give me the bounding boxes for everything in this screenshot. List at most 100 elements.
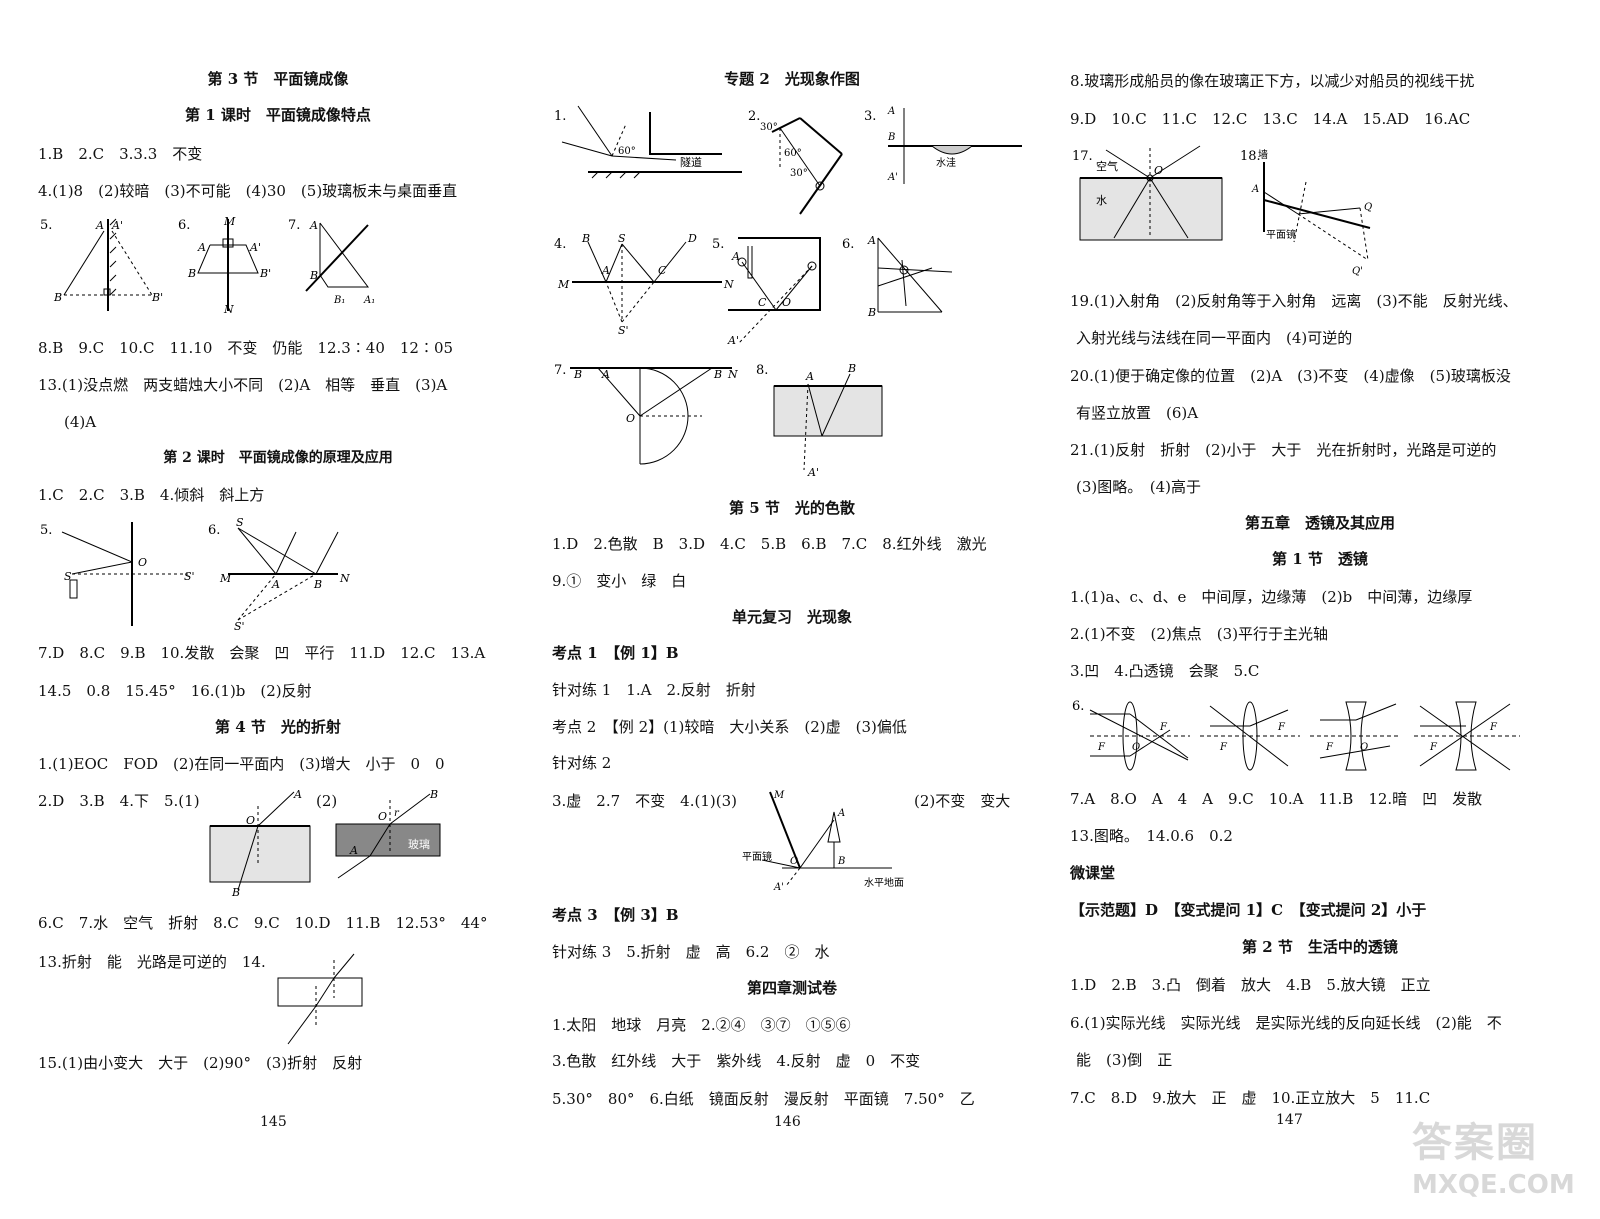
answer-line: 6.C 7.水 空气 折射 8.C 9.C 10.D 11.B 12.53° 4… — [38, 914, 488, 932]
optics-figures-1-3: 1. 60° 隧道 2. 30° 60° 30° 3. A B A' 水洼 — [554, 105, 1022, 215]
lesson-title: 第 1 课时 平面镜成像特点 — [185, 106, 371, 124]
label: C — [758, 296, 767, 309]
fig-number: 6. — [842, 237, 854, 252]
section-title: 第 4 节 光的折射 — [215, 718, 341, 736]
label: F — [1277, 722, 1286, 733]
label: r — [394, 808, 400, 819]
label: 墙 — [1258, 148, 1268, 161]
answer-line: 1.(1)EOC FOD (2)在同一平面内 (3)增大 小于 0 0 — [38, 755, 445, 773]
section-title: 第 3 节 平面镜成像 — [207, 70, 349, 88]
label: B — [187, 267, 196, 280]
optics-figures-4-6: 4. B S D M A C N S' 5. A C O A' 6. — [554, 232, 953, 347]
label: B' — [259, 267, 271, 280]
answer-line: 3.凹 4.凸透镜 会聚 5.C — [1070, 662, 1260, 680]
answer-line: 21.(1)反射 折射 (2)小于 大于 光在折射时，光路是可逆的 — [1070, 441, 1497, 459]
section-title: 专题 2 光现象作图 — [724, 70, 860, 88]
glass-block-figure — [277, 953, 363, 1045]
label: B — [713, 368, 722, 381]
fig-number: 1. — [554, 109, 566, 124]
label: 水 — [1096, 194, 1107, 207]
fig-number: 7. — [554, 363, 566, 378]
label: S' — [618, 324, 629, 337]
chapter-title: 第五章 透镜及其应用 — [1244, 514, 1395, 532]
answer-line: (3)图略。 (4)高于 — [1076, 478, 1201, 496]
label: M — [219, 572, 232, 585]
label: A — [95, 219, 104, 232]
answer-line: 有竖立放置 (6)A — [1076, 404, 1199, 422]
fig-number: 4. — [554, 237, 566, 252]
label: O — [782, 296, 791, 309]
label: N — [727, 368, 738, 381]
page-145: 第 3 节 平面镜成像 第 1 课时 平面镜成像特点 1.B 2.C 3.3.3… — [38, 0, 518, 1219]
label: O — [790, 856, 798, 867]
label: O — [626, 412, 635, 425]
section-title: 第四章测试卷 — [746, 979, 837, 997]
label: B — [573, 368, 582, 381]
label: 60° — [618, 146, 636, 157]
label: B — [837, 856, 845, 867]
fig-number: 3. — [864, 109, 876, 124]
label: A — [601, 368, 610, 381]
answer-line: (4)A — [64, 413, 97, 431]
answer-line: 6.(1)实际光线 实际光线 是实际光线的反向延长线 (2)能 不 — [1070, 1014, 1502, 1032]
fig-number: 17. — [1072, 149, 1093, 164]
section-title: 单元复习 光现象 — [731, 608, 852, 626]
answer-line: 考点 2 【例 2】(1)较暗 大小关系 (2)虚 (3)偏低 — [552, 718, 907, 736]
label: B — [581, 232, 590, 245]
label: F — [1159, 722, 1168, 733]
label: 空气 — [1096, 159, 1118, 173]
label: F — [1219, 742, 1228, 753]
mirror-figures-5-7: 5. A A' B B' 6. M N A A' B B' 7. A B B₁ … — [40, 215, 375, 315]
answer-line: 4.(1)8 (2)较暗 (3)不可能 (4)30 (5)玻璃板未与桌面垂直 — [38, 182, 458, 200]
lens-figures: 6. F F O F F F O F F — [1072, 699, 1520, 771]
label: A' — [111, 219, 123, 232]
answer-line: 5.30° 80° 6.白纸 镜面反射 漫反射 平面镜 7.50° 乙 — [552, 1090, 975, 1108]
label: F — [1489, 722, 1498, 733]
label: A' — [887, 172, 898, 183]
label: A — [349, 844, 358, 857]
label: 30° — [760, 122, 778, 133]
answer-line: 15.(1)由小变大 大于 (2)90° (3)折射 反射 — [38, 1054, 363, 1072]
label: O — [138, 556, 147, 569]
answer-line: 针对练 3 5.折射 虚 高 6.2 ② 水 — [552, 943, 830, 961]
fig-number: 5. — [40, 523, 52, 538]
figures-17-18: 17. 空气 水 O 18. 墙 A Q 平面镜 Q' — [1072, 145, 1372, 276]
label: F — [1325, 742, 1334, 753]
watermark-text: 答案圈 — [1412, 1120, 1538, 1166]
label: S — [64, 570, 72, 583]
mirror-figures-5-6: 5. O S S' 6. S M A B N S' — [40, 518, 350, 630]
answer-line: (2)不变 变大 — [914, 792, 1011, 810]
answer-line: 2.D 3.B 4.下 5.(1) — [38, 792, 200, 810]
answer-line: 入射光线与法线在同一平面内 (4)可逆的 — [1076, 329, 1353, 347]
refraction-figures: A O B B O r A 玻璃 — [209, 788, 441, 896]
label: A — [601, 264, 610, 277]
label: B — [429, 788, 438, 801]
label: A — [293, 788, 302, 801]
page-number: 146 — [774, 1114, 801, 1130]
label: A — [867, 234, 876, 247]
answer-line: 7.A 8.O A 4 A 9.C 10.A 11.B 12.暗 凹 发散 — [1070, 790, 1483, 808]
label: N — [223, 303, 234, 315]
answer-line: 19.(1)入射角 (2)反射角等于入射角 远离 (3)不能 反射光线、 — [1070, 292, 1518, 310]
label: 玻璃 — [408, 837, 430, 851]
fig-number: 8. — [756, 363, 768, 378]
label: A — [309, 219, 318, 232]
fig-number: 6. — [208, 523, 220, 538]
label: 水洼 — [936, 156, 956, 169]
page-number: 147 — [1276, 1112, 1303, 1128]
label: B — [887, 132, 895, 143]
answer-line: 7.D 8.C 9.B 10.发散 会聚 凹 平行 11.D 12.C 13.A — [38, 644, 486, 662]
label: C — [658, 264, 667, 277]
label: O — [378, 810, 387, 823]
page-146: 专题 2 光现象作图 1. 60° 隧道 2. 30° 60° 30° 3. A… — [552, 0, 1032, 1219]
label: O — [1154, 164, 1163, 177]
label: A' — [727, 334, 739, 347]
answer-line: (2) — [316, 792, 338, 810]
answer-line: 针对练 1 1.A 2.反射 折射 — [552, 681, 756, 699]
label: M — [557, 278, 570, 291]
fig-number: 7. — [288, 218, 300, 233]
page-number: 145 — [260, 1114, 287, 1130]
section-title: 第 5 节 光的色散 — [729, 499, 855, 517]
answer-line: 20.(1)便于确定像的位置 (2)A (3)不变 (4)虚像 (5)玻璃板没 — [1070, 367, 1511, 385]
label: S — [236, 518, 244, 529]
